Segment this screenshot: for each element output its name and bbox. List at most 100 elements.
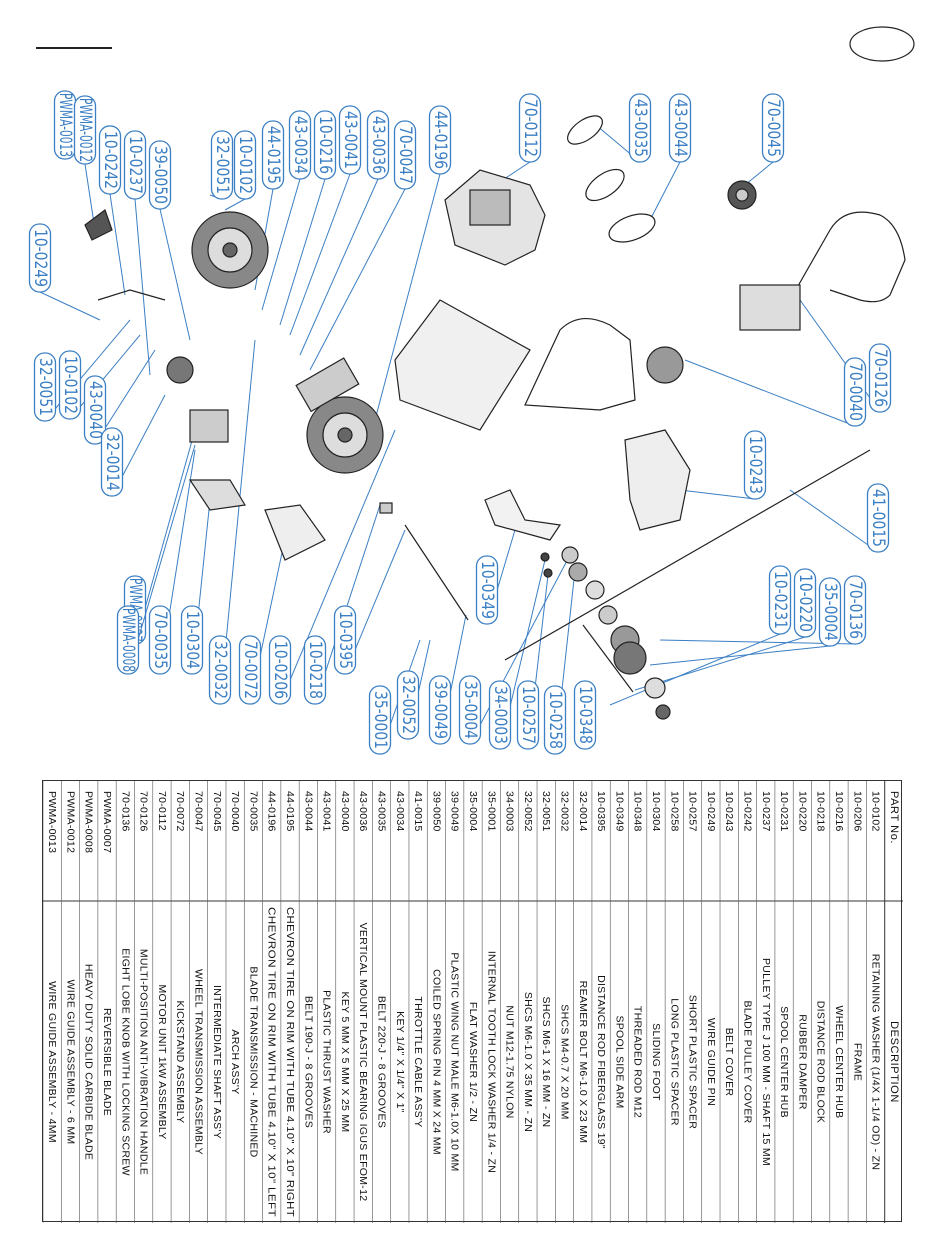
- part-number-cell: 70-0136: [119, 791, 131, 832]
- callout-label: 70-0035: [150, 611, 170, 669]
- header-part-no: PART No.: [888, 791, 900, 844]
- callout-leader: [289, 173, 351, 336]
- callout-leader: [789, 489, 879, 553]
- callout-tag: 32-0032: [208, 339, 256, 705]
- part-number-cell: 10-0304: [650, 791, 662, 832]
- callout-leader: [69, 334, 141, 420]
- callout-label: 41-0015: [868, 489, 888, 547]
- callout-box: [843, 575, 867, 645]
- part-number-cell: 43-0040: [339, 791, 351, 832]
- callout-box: [793, 568, 817, 638]
- callout-tag: 10-0304: [180, 499, 211, 675]
- description-cell: FLAT WASHER 1/2 - ZN: [467, 1002, 479, 1122]
- description-cell: WIRE GUIDE ASSEMBLY - 6 MM: [64, 980, 76, 1145]
- callout-tag: 10-0206: [268, 429, 396, 705]
- description-cell: SPOOL SIDE ARM: [613, 1015, 625, 1108]
- callout-box: [100, 427, 124, 497]
- callout-tag: 43-0034: [261, 110, 312, 311]
- description-cell: REAMER BOLT M6-1.0 X 23 MM: [577, 981, 589, 1144]
- callout-box: [743, 430, 767, 500]
- callout-box: [210, 130, 234, 200]
- description-cell: BELT 220-J - 8 GROOVES: [376, 996, 388, 1128]
- callout-tag: 10-0231: [609, 565, 792, 706]
- wheel-transmission-drawing: [295, 357, 360, 413]
- callout-box: [313, 110, 337, 180]
- callout-box: [428, 675, 452, 745]
- callout-label: PWMA-0012: [75, 98, 95, 162]
- callout-label: 10-0216: [315, 116, 335, 174]
- description-cell: WIRE GUIDE ASSEMBLY - 4MM: [46, 981, 58, 1143]
- part-number-cell: 44-0196: [266, 791, 278, 832]
- handle-mount-drawing: [739, 284, 801, 331]
- callout-box: [33, 352, 57, 422]
- wheel-right-drawing: [191, 211, 269, 289]
- part-number-cell: 32-0051: [540, 791, 552, 832]
- part-number-cell: 10-0249: [705, 791, 717, 832]
- callout-box: [475, 555, 499, 625]
- callout-tag: 32-0051: [33, 319, 131, 422]
- callout-leader: [609, 633, 781, 706]
- callout-box: [543, 685, 567, 755]
- part-number-cell: 43-0034: [394, 791, 406, 832]
- description-cell: THREADED ROD M12: [632, 1006, 644, 1118]
- callout-tag: PWMA-0013: [53, 90, 77, 160]
- callout-label: 10-0258: [545, 691, 565, 749]
- callout-tag: 44-0196: [374, 105, 452, 421]
- callout-label: 10-0237: [125, 136, 145, 194]
- part-number-cell: 43-0036: [357, 791, 369, 832]
- description-cell: SHORT PLASTIC SPACER: [687, 995, 699, 1129]
- part-number-cell: 70-0072: [174, 791, 186, 832]
- callout-box: [83, 375, 107, 445]
- callout-tag: 32-0051: [209, 130, 234, 200]
- callout-label: PWMA-0013: [55, 93, 75, 157]
- callout-leader: [634, 636, 806, 691]
- spool-arm-drawing: [484, 489, 562, 541]
- callout-box: [488, 680, 512, 750]
- callout-tag: 10-0257: [516, 574, 549, 750]
- callout-tag: 70-0035: [148, 449, 196, 675]
- callout-leader: [684, 359, 856, 427]
- callout-tag: 34-0003: [488, 559, 546, 750]
- callout-tag: 39-0050: [148, 140, 191, 341]
- part-number-cell: 32-0014: [577, 791, 589, 832]
- callout-box: [180, 605, 204, 675]
- part-number-cell: 39-0050: [430, 791, 442, 832]
- callout-tag: 43-0040: [83, 349, 156, 445]
- part-number-cell: 10-0349: [613, 791, 625, 832]
- callout-tag: 70-0126: [799, 299, 892, 413]
- callout-label: 10-0206: [270, 641, 290, 699]
- callout-leader: [127, 444, 196, 675]
- description-cell: MULTI-POSITION ANTI-VIBRATION HANDLE: [138, 949, 150, 1175]
- callout-box: [428, 105, 452, 175]
- callout-label: 32-0051: [35, 358, 55, 416]
- callout-label: 10-0257: [518, 686, 538, 744]
- description-cell: WHEEL TRANSMISSION ASSEMBLY: [193, 969, 205, 1155]
- callout-box: [458, 675, 482, 745]
- callout-label: 39-0049: [430, 681, 450, 739]
- part-number-cell: PWMA-0013: [46, 791, 58, 853]
- blade-transmission-drawing: [189, 409, 229, 443]
- callout-label: 34-0003: [490, 686, 510, 744]
- callout-tag: 35-0004: [649, 577, 842, 666]
- callout-leader: [39, 291, 101, 321]
- part-number-cell: 32-0032: [558, 791, 570, 832]
- callout-box: [58, 350, 82, 420]
- callout-label: 35-0004: [820, 583, 840, 641]
- callout-tag: 70-0047: [309, 120, 417, 371]
- callout-leader: [744, 161, 774, 186]
- callout-tag: 10-0216: [279, 110, 337, 326]
- callout-box: [518, 93, 542, 163]
- description-cell: WIRE GUIDE PIN: [705, 1018, 717, 1106]
- callout-tag: 10-0242: [98, 125, 126, 296]
- part-number-cell: 35-0001: [485, 791, 497, 832]
- part-number-cell: 39-0049: [449, 791, 461, 832]
- description-cell: BLADE PULLEY COVER: [741, 1000, 753, 1123]
- callout-label: 10-0349: [477, 561, 497, 619]
- callout-box: [73, 95, 97, 165]
- callout-box: [573, 680, 597, 750]
- threaded-rod-drawing: [582, 624, 634, 693]
- callout-tag: 70-0072: [238, 514, 291, 705]
